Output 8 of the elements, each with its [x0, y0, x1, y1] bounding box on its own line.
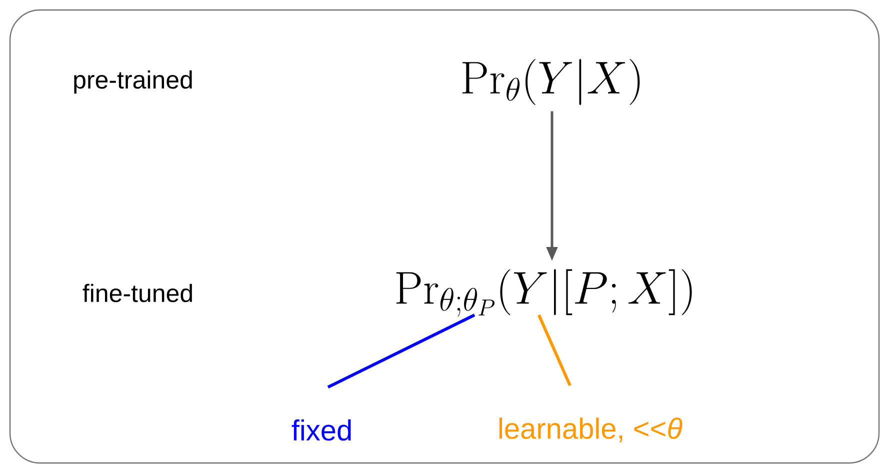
formula: $\mathrm{Pr}_{\theta}(Y|X)$: [462, 59, 640, 105]
annotation-text: fixed: [292, 419, 351, 441]
row-label: fine-tuned: [82, 284, 192, 302]
formula: $\mathrm{Pr}_{\theta;\theta_P}(Y|[P;X])$: [396, 269, 692, 317]
leader-line: [327, 314, 476, 388]
row-label: pre-trained: [74, 70, 192, 94]
leader-line: [538, 314, 572, 386]
annotation-text: learnable, <<θ: [499, 418, 682, 442]
